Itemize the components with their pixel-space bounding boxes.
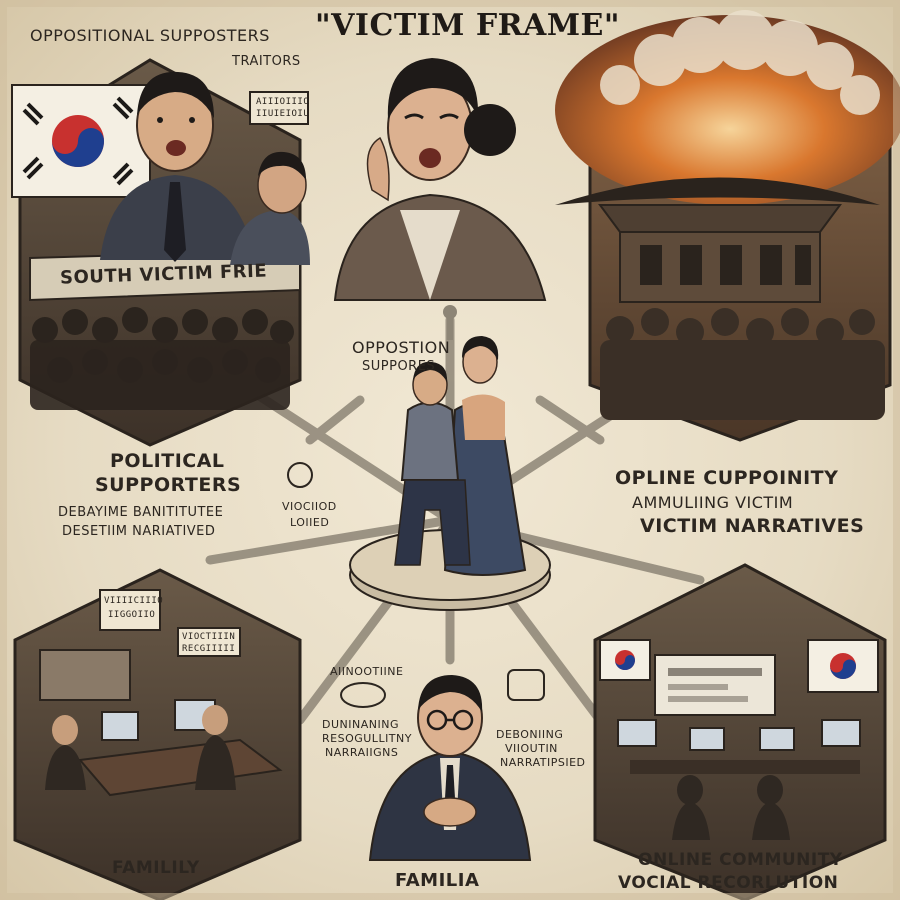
annotation-left-3: RESOGULLITNY: [322, 732, 412, 745]
annotation-left-4: NARRAIIGNS: [325, 746, 399, 759]
panel-burning-temple: [555, 10, 900, 442]
figure-man-glasses: [368, 675, 532, 861]
sign-family-4: RECGIIIII: [182, 644, 236, 654]
label-center-small-2: LOIIED: [290, 516, 330, 529]
sign-text-2: IIUIEIOIU: [256, 109, 310, 119]
panel-family-home: [13, 568, 302, 900]
annotation-icons: [287, 462, 545, 708]
sign-family-3: VIOCTIIIN: [182, 632, 236, 642]
annotation-left-2: DUNINANING: [322, 718, 399, 731]
sign-text-1: AIIIOIIIO: [256, 97, 310, 107]
label-online-bottom-1: ONLINE COMMUNITY: [638, 850, 843, 870]
annotation-right-3: NARRATIPSIED: [500, 756, 586, 769]
label-oppositional-supporters: OPPOSITIONAL SUPPOSTERS: [30, 26, 270, 45]
annotation-left-1: AIINOOTIINE: [330, 665, 404, 678]
panel-online-community: [593, 563, 887, 900]
label-political-1: POLITICAL: [110, 450, 225, 472]
label-opposition-center-2: SUPPORES: [362, 359, 436, 374]
label-online-community-3: VICTIM NARRATIVES: [640, 515, 865, 537]
center-stage: [349, 305, 551, 611]
figure-woman-crying: [333, 58, 547, 301]
label-opposition-center-1: OPPOSTION: [352, 338, 451, 357]
label-family-center: FAMILIA: [395, 870, 480, 891]
sign-family-1: VIIIICIIIO: [104, 596, 164, 606]
label-online-community-2: AMMULIING VICTIM: [632, 493, 794, 512]
sign-family-2: IIGGOIIO: [108, 610, 156, 620]
panel-political-rally: [11, 58, 310, 447]
label-online-community-1: OPLINE CUPPOINITY: [615, 467, 839, 489]
label-center-small-1: VIOCIIOD: [282, 500, 337, 513]
label-family-left: FAMILILY: [112, 858, 200, 878]
label-online-bottom-2: VOCIAL RECORLUTION: [618, 873, 839, 893]
main-title: "VICTIM FRAME": [315, 8, 621, 43]
annotation-right-2: VIIOUTIN: [505, 742, 558, 755]
annotation-right-1: DEBONIING: [496, 728, 564, 741]
label-political-2: SUPPORTERS: [95, 474, 242, 496]
label-political-sub-2: DESETIIM NARIATIVED: [62, 524, 216, 539]
label-political-sub-1: DEBAYIME BANITITUTEE: [58, 505, 224, 520]
label-traitors: TRAITORS: [232, 54, 301, 69]
